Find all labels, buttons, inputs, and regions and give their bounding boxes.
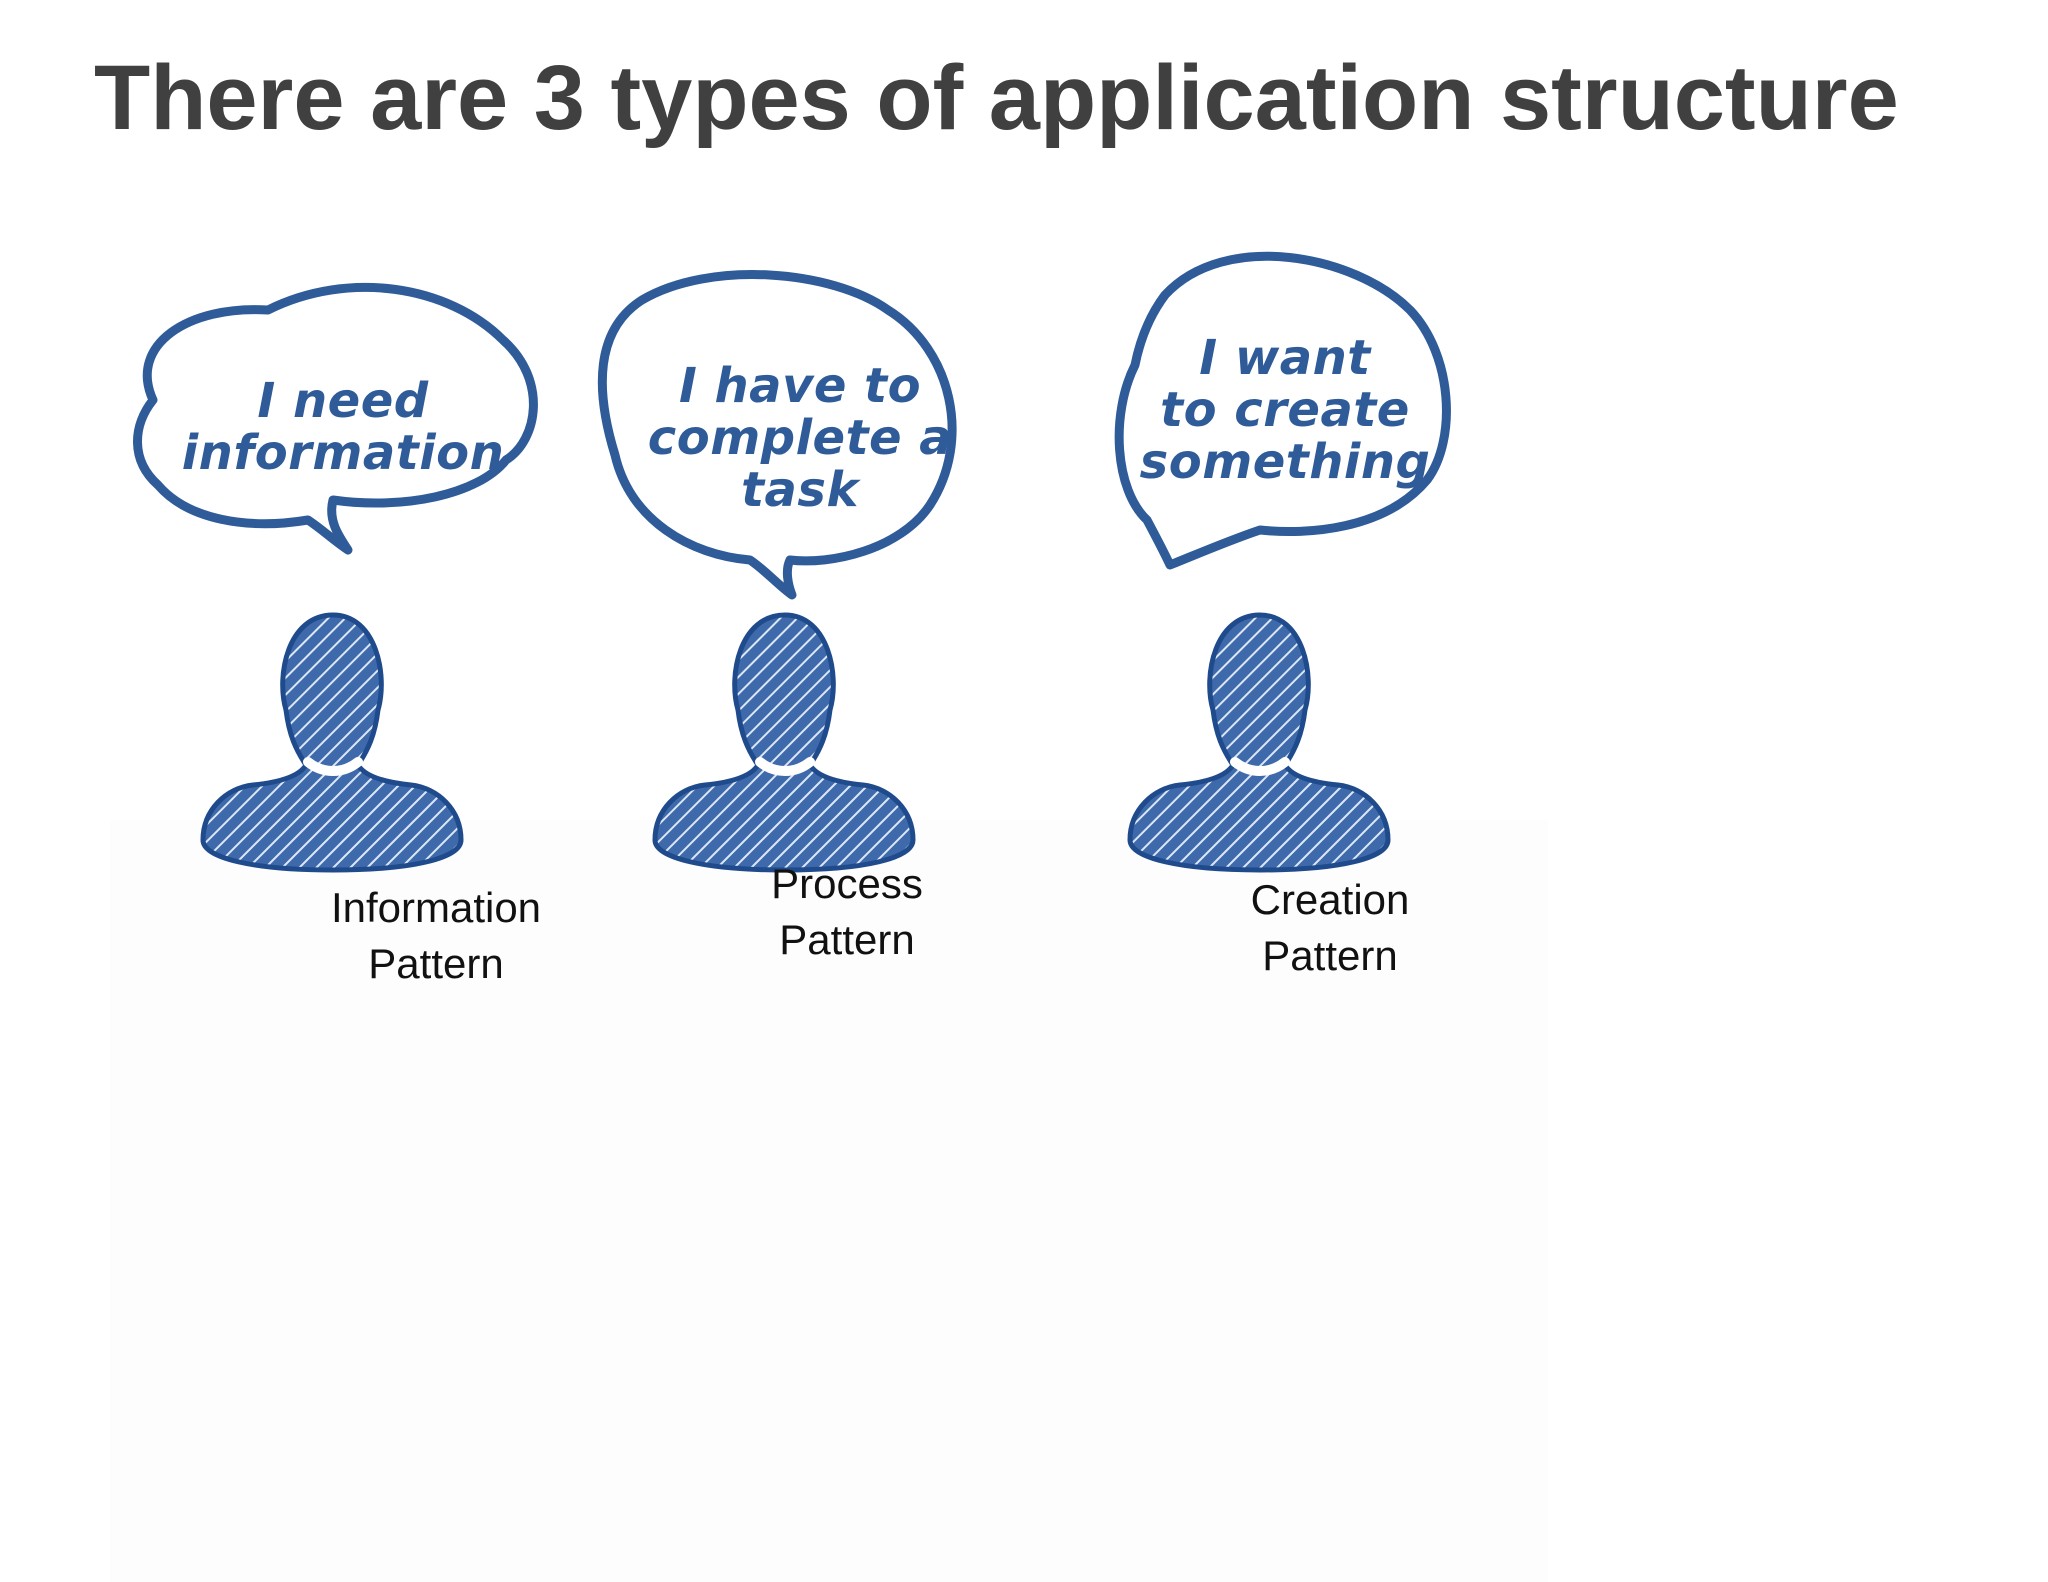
person-bust-icon [652,612,916,873]
person-bust-icon [200,612,464,873]
speech-bubble-icon [1114,251,1451,570]
caption-creation: Creation Pattern [1250,876,1410,979]
pattern-card-process: I have to complete a task [570,250,1010,873]
pattern-card-information: I need information [118,250,558,873]
person-bust-icon [1127,612,1391,873]
thought-text: I have to complete a task [647,358,953,518]
speech-bubble-icon [597,270,957,600]
speech-bubble-icon [133,283,538,555]
caption-information: Information Pattern [330,884,542,987]
caption-process: Process Pattern [771,860,923,963]
thought-text: I need information [181,373,505,481]
pattern-card-creation: I want to create something [1045,250,1485,873]
page-title: There are 3 types of application structu… [94,47,1899,149]
background-panel [110,820,1548,1582]
thought-text: I want to create something [1139,330,1431,490]
